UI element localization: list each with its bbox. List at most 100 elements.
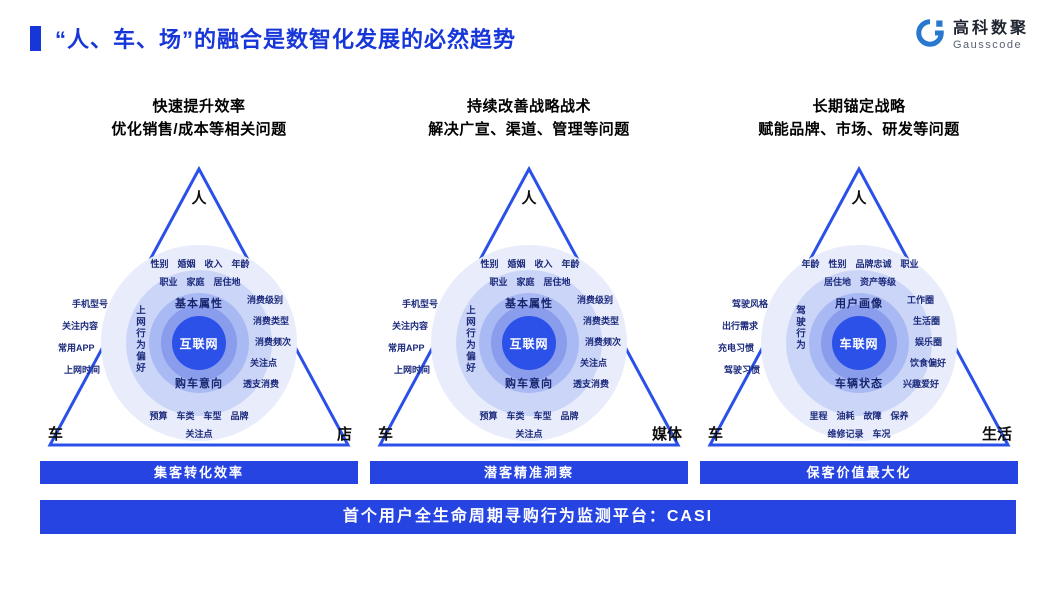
- tag-label: 品牌: [560, 411, 579, 421]
- heading-line-1: 持续改善战略战术: [466, 98, 591, 115]
- tag-label: 关注点: [580, 358, 608, 368]
- tag-label: 居住地: [543, 277, 571, 287]
- heading-line-2: 解决广宣、渠道、管理等问题: [428, 121, 630, 139]
- demographic-tags: 性别婚姻收入年龄职业家庭居住地: [469, 257, 591, 288]
- tag-label: 预算: [149, 411, 168, 421]
- panel-sales-efficiency: 快速提升效率 优化销售/成本等相关问题 互联网 基本属性 购车意向 上网行为偏好…: [40, 95, 358, 495]
- ring-left-vertical-label: 上网行为偏好: [464, 305, 475, 374]
- ring-top-label: 基本属性: [175, 298, 223, 310]
- tag-label: 里程: [809, 411, 828, 421]
- gausscode-logo-icon: [915, 18, 945, 53]
- tag-label: 生活圈: [913, 316, 941, 326]
- ring-top-label: 基本属性: [505, 298, 553, 310]
- ring-bottom-label: 购车意向: [175, 378, 223, 390]
- vertex-label-media: 媒体: [651, 426, 682, 443]
- tag-label: 品牌忠诚: [855, 259, 892, 269]
- demographic-tags: 性别婚姻收入年龄职业家庭居住地: [139, 257, 261, 288]
- center-circle-label: 互联网: [172, 316, 226, 370]
- tag-label: 关注点: [250, 358, 278, 368]
- tag-label: 车类: [506, 411, 525, 421]
- vertex-label-person: 人: [521, 190, 537, 207]
- ring-bottom-label: 购车意向: [505, 378, 553, 390]
- tag-label: 消费类型: [253, 316, 290, 326]
- tag-label: 消费级别: [577, 295, 614, 305]
- logo-company-name: 高科数聚: [952, 19, 1029, 37]
- tag-label: 职业: [489, 277, 508, 287]
- logo-company-subtitle: Gausscode: [952, 38, 1023, 51]
- column-result-bar: 潜客精准洞察: [370, 461, 688, 484]
- tag-label: 驾驶习惯: [724, 365, 761, 375]
- tag-label: 车型: [203, 411, 222, 421]
- consumption-tags: 消费级别消费类型消费频次关注点透支消费: [241, 293, 291, 390]
- tag-label: 居住地: [823, 277, 851, 287]
- consumption-tags: 消费级别消费类型消费频次关注点透支消费: [571, 293, 621, 390]
- tag-label: 职业: [159, 277, 178, 287]
- center-circle-label: 互联网: [502, 316, 556, 370]
- tag-label: 婚姻: [177, 259, 196, 269]
- tag-label: 车类: [176, 411, 195, 421]
- tag-label: 手机型号: [402, 299, 439, 309]
- column-result-bar: 保客价值最大化: [700, 461, 1018, 484]
- tag-label: 娱乐圈: [915, 337, 943, 347]
- tag-label: 车况: [872, 429, 891, 439]
- tag-label: 性别: [150, 259, 169, 269]
- purchase-intent-tags: 预算车类车型品牌关注点: [464, 409, 594, 440]
- tag-label: 年龄: [801, 259, 820, 269]
- tag-label: 透支消费: [573, 379, 610, 389]
- demographic-tags: 年龄性别品牌忠诚职业居住地资产等级: [799, 257, 921, 288]
- ring-bottom-label: 车辆状态: [835, 378, 883, 390]
- tag-label: 兴趣爱好: [903, 379, 940, 389]
- ring-left-vertical-label: 上网行为偏好: [134, 305, 145, 374]
- slide-header: “人、车、场”的融合是数智化发展的必然趋势: [30, 22, 516, 54]
- title-bullet-decoration: [30, 25, 41, 51]
- vertex-label-car: 车: [378, 426, 394, 443]
- funnel-triangle-diagram: 互联网 基本属性 购车意向 上网行为偏好 性别婚姻收入年龄职业家庭居住地 手机型…: [44, 163, 354, 451]
- vehicle-status-tags: 里程油耗故障保养维修记录车况: [794, 409, 924, 440]
- tag-label: 品牌: [230, 411, 249, 421]
- company-logo: 高科数聚 Gausscode: [915, 18, 1029, 53]
- tag-label: 职业: [900, 259, 919, 269]
- tag-label: 充电习惯: [718, 343, 755, 353]
- tag-label: 收入: [204, 259, 223, 269]
- column-result-bar: 集客转化效率: [40, 461, 358, 484]
- vertex-label-life: 生活: [981, 426, 1012, 443]
- tag-label: 保养: [890, 411, 909, 421]
- funnel-triangle-diagram: 互联网 基本属性 购车意向 上网行为偏好 性别婚姻收入年龄职业家庭居住地 手机型…: [374, 163, 684, 451]
- tag-label: 关注点: [185, 429, 213, 439]
- tag-label: 手机型号: [72, 299, 109, 309]
- tag-label: 常用APP: [388, 343, 425, 353]
- logo-text: 高科数聚 Gausscode: [953, 19, 1029, 53]
- tag-label: 预算: [479, 411, 498, 421]
- tag-label: 出行需求: [722, 321, 759, 331]
- tag-label: 驾驶风格: [732, 299, 769, 309]
- tag-label: 饮食偏好: [910, 358, 947, 368]
- tag-label: 消费类型: [583, 316, 620, 326]
- center-circle-label: 车联网: [832, 316, 886, 370]
- tag-label: 年龄: [561, 259, 580, 269]
- lifestyle-tags: 工作圈生活圈娱乐圈饮食偏好兴趣爱好: [901, 293, 946, 390]
- panel-long-term-strategy: 长期锚定战略 赋能品牌、市场、研发等问题 车联网 用户画像 车辆状态 驾驶行为 …: [700, 95, 1018, 495]
- ring-left-vertical-label: 驾驶行为: [794, 305, 805, 351]
- vertex-label-car: 车: [708, 426, 724, 443]
- tag-label: 油耗: [836, 411, 855, 421]
- tag-label: 居住地: [213, 277, 241, 287]
- tag-label: 消费频次: [255, 337, 292, 347]
- column-heading: 长期锚定战略 赋能品牌、市场、研发等问题: [700, 95, 1018, 142]
- tag-label: 工作圈: [907, 295, 935, 305]
- tag-label: 关注内容: [62, 321, 99, 331]
- tag-label: 关注点: [515, 429, 543, 439]
- tag-label: 家庭: [516, 277, 535, 287]
- vertex-label-store: 店: [336, 426, 352, 443]
- panel-strategy-tactics: 持续改善战略战术 解决广宣、渠道、管理等问题 互联网 基本属性 购车意向 上网行…: [370, 95, 688, 495]
- heading-line-1: 快速提升效率: [152, 98, 246, 115]
- slide-title: “人、车、场”的融合是数智化发展的必然趋势: [55, 27, 517, 52]
- heading-line-2: 赋能品牌、市场、研发等问题: [758, 121, 960, 139]
- vertex-label-person: 人: [851, 190, 867, 207]
- column-heading: 快速提升效率 优化销售/成本等相关问题: [40, 95, 358, 142]
- ring-top-label: 用户画像: [835, 298, 883, 310]
- funnel-triangle-diagram: 车联网 用户画像 车辆状态 驾驶行为 年龄性别品牌忠诚职业居住地资产等级 驾驶风…: [704, 163, 1014, 451]
- tag-label: 消费级别: [247, 295, 284, 305]
- tag-label: 关注内容: [392, 321, 429, 331]
